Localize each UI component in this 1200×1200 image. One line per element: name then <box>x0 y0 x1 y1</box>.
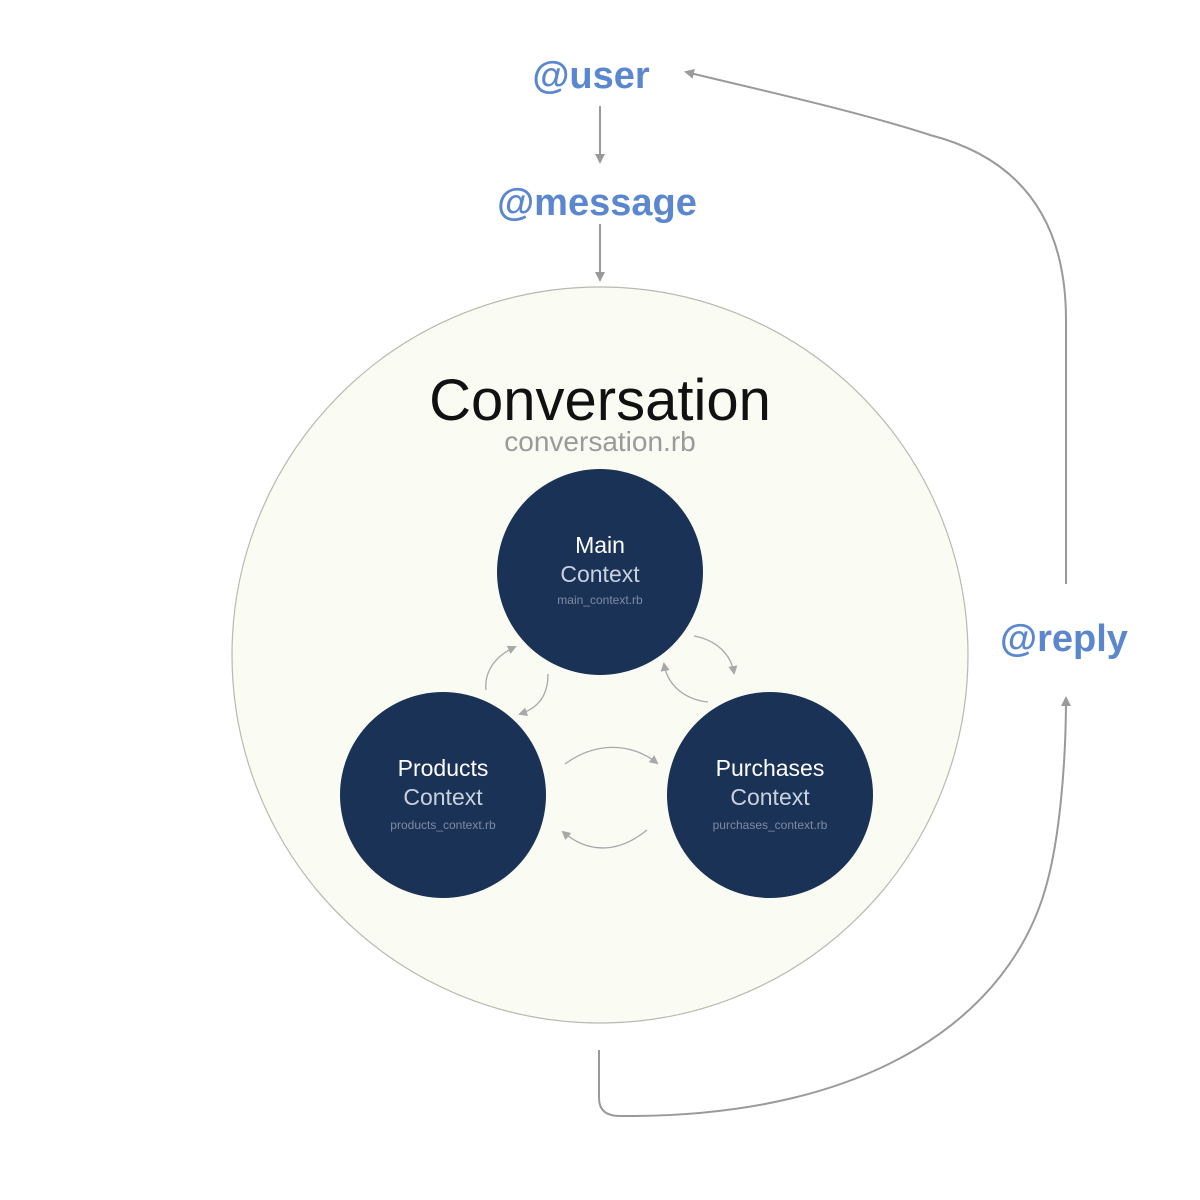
purchases-context-file: purchases_context.rb <box>713 818 828 832</box>
products-to-main-arrow <box>485 645 517 691</box>
reply-to-user-arrow <box>684 69 1067 584</box>
main-context-name: Main <box>575 532 625 558</box>
purchases-context-sub: Context <box>730 784 810 810</box>
products-context-name: Products <box>398 755 489 781</box>
purchases-context-node <box>667 692 873 898</box>
products-to-purchases-arrow <box>564 746 659 765</box>
main-context-node <box>497 469 703 675</box>
main-context-sub: Context <box>560 561 640 587</box>
user-label: @user <box>532 55 650 97</box>
main-to-purchases-arrow <box>693 635 738 675</box>
conversation-file: conversation.rb <box>504 426 695 457</box>
message-label: @message <box>497 182 697 224</box>
products-context-file: products_context.rb <box>390 818 496 832</box>
conversation-to-reply-arrow <box>598 696 1071 1118</box>
purchases-context-name: Purchases <box>716 755 825 781</box>
reply-label: @reply <box>1000 618 1128 660</box>
products-context-sub: Context <box>403 784 483 810</box>
main-context-file: main_context.rb <box>557 593 643 607</box>
products-context-node <box>340 692 546 898</box>
purchases-to-products-arrow <box>561 829 648 849</box>
main-to-products-arrow <box>518 673 549 717</box>
purchases-to-main-arrow <box>660 662 709 703</box>
conversation-title: Conversation <box>429 368 771 433</box>
